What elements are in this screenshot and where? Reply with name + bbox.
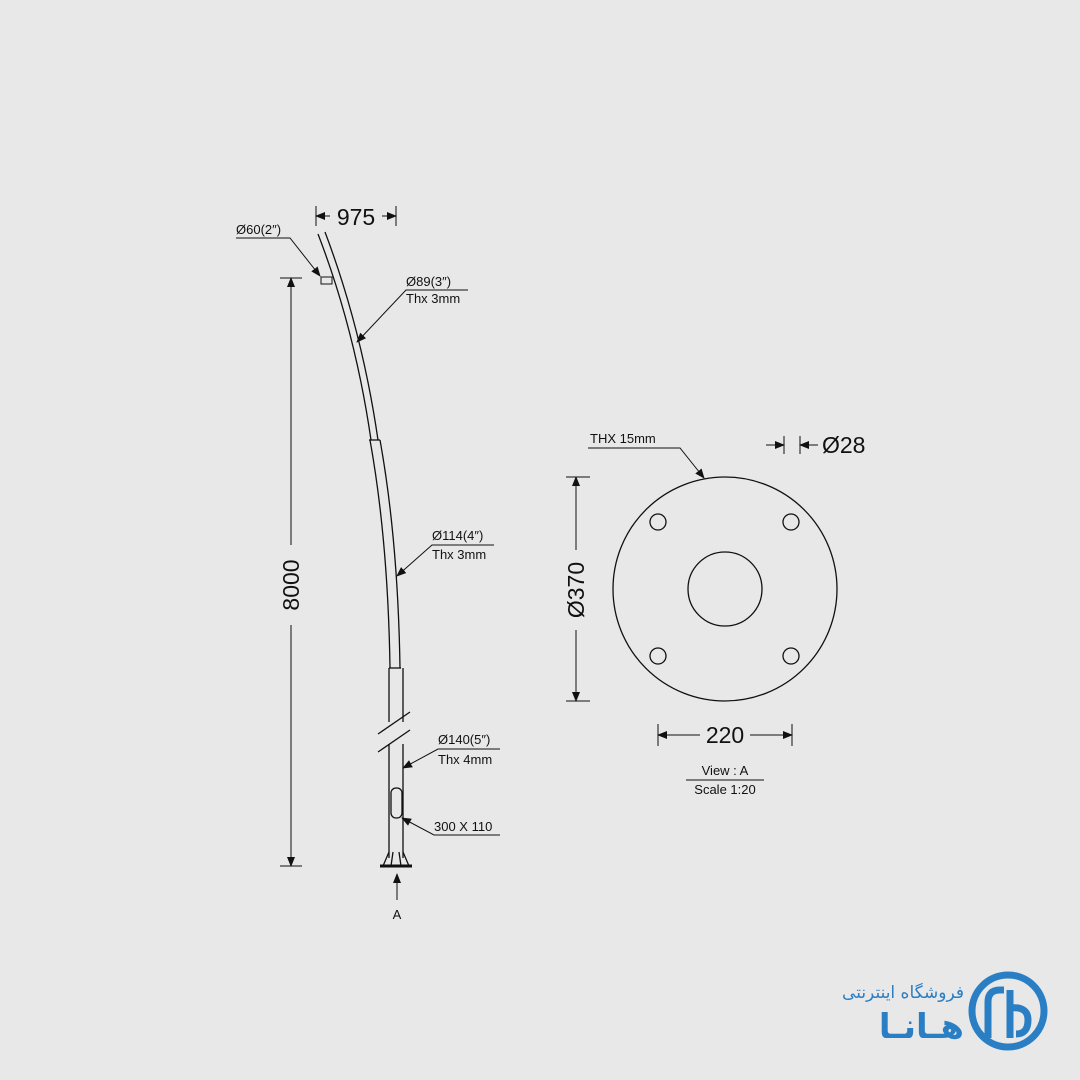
tip-bracket xyxy=(320,276,333,285)
dim-8000-label: 8000 xyxy=(278,559,304,610)
callout-upper: Ø89(3″) Thx 3mm xyxy=(356,274,468,343)
view-scale: Scale 1:20 xyxy=(694,782,755,797)
dim-370-label: Ø370 xyxy=(563,562,589,618)
dim-370: Ø370 xyxy=(563,476,590,702)
dim-975-label: 975 xyxy=(337,204,375,230)
mid-thk-label: Thx 3mm xyxy=(432,547,486,562)
callout-base: Ø140(5″) Thx 4mm xyxy=(402,732,500,769)
view-title: View : A xyxy=(702,763,749,778)
base-dia-label: Ø140(5″) xyxy=(438,732,490,747)
callout-door: 300 X 110 xyxy=(401,817,500,836)
plate-outline xyxy=(612,476,838,702)
bolt-hole xyxy=(649,513,667,531)
callout-plate-thk: THX 15mm xyxy=(588,431,705,479)
callout-tip: Ø60(2″) xyxy=(236,222,321,277)
mid-dia-label: Ø114(4″) xyxy=(432,528,483,543)
view-a-marker: A xyxy=(393,873,402,922)
upper-thk-label: Thx 3mm xyxy=(406,291,460,306)
bolt-hole xyxy=(782,513,800,531)
upper-dia-label: Ø89(3″) xyxy=(406,274,451,289)
break-line xyxy=(377,711,411,735)
bolt-hole xyxy=(782,647,800,665)
dim-220: 220 xyxy=(657,722,793,748)
pole-upper-section xyxy=(317,233,372,441)
base-thk-label: Thx 4mm xyxy=(438,752,492,767)
callout-mid: Ø114(4″) Thx 3mm xyxy=(396,528,494,577)
bolt-hole xyxy=(649,647,667,665)
brand-tagline: فروشگاه اینترنتی xyxy=(842,982,964,1003)
pole-elevation xyxy=(317,231,412,868)
dim-8000: 8000 xyxy=(278,277,304,867)
tip-dia-label: Ø60(2″) xyxy=(236,222,281,237)
view-a-label: A xyxy=(393,907,402,922)
dim-220-label: 220 xyxy=(706,722,744,748)
door-opening xyxy=(390,787,403,819)
brand-emblem-icon xyxy=(968,971,1048,1051)
hole-dia-label: Ø28 xyxy=(822,432,865,458)
brand-logo: فروشگاه اینترنتی هـانـا xyxy=(842,971,1048,1051)
dim-975: 975 xyxy=(315,204,397,230)
view-title-block: View : A Scale 1:20 xyxy=(686,763,764,797)
door-label: 300 X 110 xyxy=(434,819,492,834)
base-plate-view xyxy=(612,476,838,702)
brand-name: هـانـا xyxy=(879,1007,964,1047)
plate-thk-label: THX 15mm xyxy=(590,431,656,446)
dim-hole-dia: Ø28 xyxy=(766,432,865,458)
pole-mid-section xyxy=(369,439,391,669)
plate-center-hole xyxy=(687,551,763,627)
